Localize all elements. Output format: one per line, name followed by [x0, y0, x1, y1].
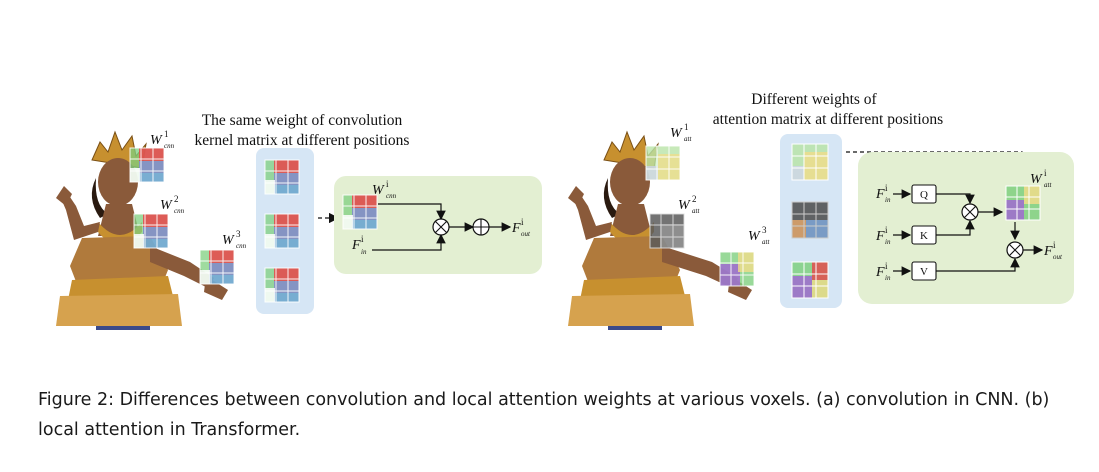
svg-text:V: V: [920, 266, 928, 278]
svg-text:W: W: [748, 229, 761, 244]
q-box: Q: [911, 184, 937, 204]
svg-text:in: in: [361, 248, 367, 256]
svg-text:3: 3: [236, 229, 241, 239]
svg-text:cnn: cnn: [174, 207, 185, 215]
right-title-line1: Different weights of: [751, 91, 877, 108]
diff-cube-3: [791, 261, 829, 299]
svg-text:1: 1: [164, 129, 169, 139]
svg-text:att: att: [762, 238, 770, 246]
svg-text:att: att: [1044, 181, 1052, 189]
caption-text: Figure 2: Differences between convolutio…: [38, 390, 1050, 440]
svg-text:i: i: [885, 225, 888, 235]
label-fi-out-left: F i out: [511, 217, 531, 238]
label-w1-att: W 1 att: [670, 122, 692, 143]
svg-text:K: K: [920, 230, 928, 242]
w-att-cube: [1005, 185, 1041, 221]
same-cube-2: [264, 213, 300, 249]
svg-text:W: W: [372, 183, 385, 198]
kernel-cube-1: [129, 147, 165, 183]
conv-cube: [342, 194, 378, 230]
same-cube-3: [264, 267, 300, 303]
svg-text:F: F: [875, 187, 885, 202]
multiply-operator-left: [432, 218, 450, 236]
svg-text:2: 2: [174, 194, 179, 204]
label-fi-in-v: F i in: [875, 261, 891, 282]
svg-text:cnn: cnn: [164, 142, 175, 150]
svg-text:W: W: [160, 198, 173, 213]
svg-text:in: in: [885, 196, 891, 204]
svg-text:i: i: [1044, 168, 1047, 178]
svg-text:W: W: [150, 133, 163, 148]
k-box: K: [911, 225, 937, 245]
svg-text:i: i: [1053, 240, 1056, 250]
dancer-image-left: [56, 130, 228, 330]
svg-text:F: F: [875, 229, 885, 244]
kernel-cube-2: [133, 213, 169, 249]
left-title-line2: kernel matrix at different positions: [195, 132, 410, 149]
svg-text:W: W: [1030, 172, 1043, 187]
svg-text:F: F: [511, 221, 521, 236]
svg-text:F: F: [875, 265, 885, 280]
diff-cube-2: [791, 201, 829, 239]
svg-text:cnn: cnn: [386, 192, 397, 200]
svg-text:F: F: [1043, 244, 1053, 259]
label-w2-cnn: W 2 cnn: [160, 194, 185, 215]
svg-text:3: 3: [762, 225, 767, 235]
svg-text:F: F: [351, 238, 361, 253]
svg-text:W: W: [222, 233, 235, 248]
v-box: V: [911, 261, 937, 281]
svg-text:cnn: cnn: [236, 242, 247, 250]
svg-text:in: in: [885, 274, 891, 282]
svg-text:att: att: [692, 207, 700, 215]
svg-text:W: W: [678, 198, 691, 213]
label-wi-cnn: W i cnn: [372, 179, 397, 200]
label-w1-cnn: W 1 cnn: [150, 129, 175, 150]
diff-cube-1: [791, 143, 829, 181]
kernel-cube-3: [199, 249, 235, 285]
label-fi-in-left: F i in: [351, 234, 367, 256]
label-w3-att: W 3 att: [748, 225, 770, 246]
svg-text:Q: Q: [920, 189, 928, 201]
label-fi-out-right: F i out: [1043, 240, 1063, 261]
label-w2-att: W 2 att: [678, 194, 700, 215]
svg-text:in: in: [885, 238, 891, 246]
attention-cube-3: [719, 251, 755, 287]
left-title-line1: The same weight of convolution: [202, 112, 403, 129]
svg-text:i: i: [885, 183, 888, 193]
label-w3-cnn: W 3 cnn: [222, 229, 247, 250]
figure-caption: Figure 2: Differences between convolutio…: [38, 385, 1078, 445]
add-operator: [472, 218, 490, 236]
svg-text:1: 1: [684, 122, 689, 132]
svg-text:i: i: [885, 261, 888, 271]
attention-cube-1: [645, 145, 681, 181]
attention-cube-2: [649, 213, 685, 249]
svg-text:i: i: [386, 179, 389, 189]
figure-diagram: W 1 cnn W 2 cnn W 3 cnn The same weight …: [56, 91, 1074, 330]
dancer-image-right: [568, 130, 752, 330]
label-wi-att: W i att: [1030, 168, 1052, 189]
multiply-operator-qk: [961, 203, 979, 221]
svg-text:2: 2: [692, 194, 697, 204]
svg-text:i: i: [361, 234, 364, 244]
multiply-operator-v: [1006, 241, 1024, 259]
svg-text:out: out: [521, 230, 531, 238]
svg-text:W: W: [670, 126, 683, 141]
svg-text:i: i: [521, 217, 524, 227]
right-title-line2: attention matrix at different positions: [713, 111, 943, 128]
label-fi-in-q: F i in: [875, 183, 891, 204]
label-fi-in-k: F i in: [875, 225, 891, 246]
same-cube-1: [264, 159, 300, 195]
svg-text:out: out: [1053, 253, 1063, 261]
svg-text:att: att: [684, 135, 692, 143]
